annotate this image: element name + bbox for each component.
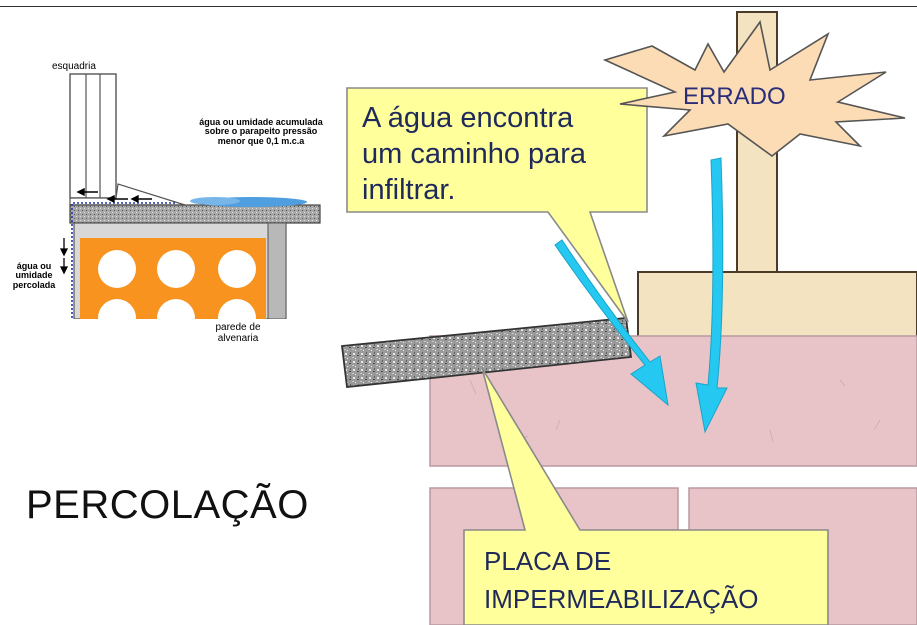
callout-water-line-1: A água encontra [362, 102, 574, 134]
callout-plate-line-1: PLACA DE [484, 546, 612, 576]
left-section-figure [59, 73, 321, 349]
starburst-shape [602, 20, 906, 158]
window-frame [69, 73, 117, 199]
top-rule [0, 6, 917, 7]
callout-water-text: A água encontra um caminho para infiltra… [362, 100, 586, 208]
waterproofing-plate [340, 317, 633, 388]
flow-arrows [76, 187, 152, 204]
callout-water-line-2: um caminho para [362, 138, 587, 170]
label-water-percolated: água ou umidade percolada [12, 261, 56, 290]
water-arrows [554, 157, 728, 434]
starburst-label: ERRADO [683, 83, 786, 110]
frame-sill [69, 183, 186, 206]
parapet-plate [69, 204, 321, 224]
wooden-sill [637, 271, 917, 339]
label-esquadria: esquadria [52, 61, 96, 72]
callout-plate-line-2: IMPERMEABILIZAÇÃO [484, 584, 759, 614]
callout-water-shape [346, 87, 648, 323]
callout-plate-text: PLACA DE IMPERMEABILIZAÇÃO [484, 542, 759, 618]
label-wall: parede de alvenaria [215, 322, 261, 344]
right-section-figure [340, 11, 917, 625]
label-water-accumulated: água ou umidade acumulada sobre o parape… [199, 117, 323, 146]
callout-plate-shape [463, 367, 829, 625]
caption-percolacao: PERCOLAÇÃO [26, 483, 309, 527]
callout-water-line-3: infiltrar. [362, 174, 456, 206]
